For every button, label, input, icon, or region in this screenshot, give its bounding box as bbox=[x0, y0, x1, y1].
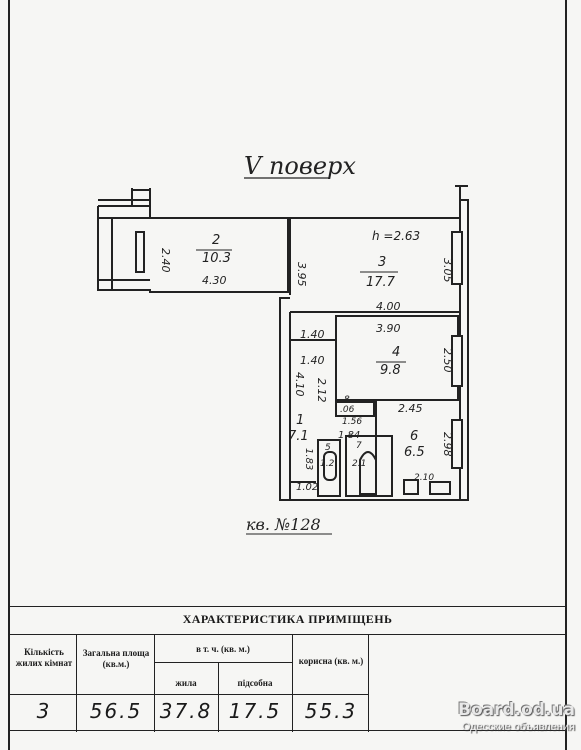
room-area: 17.7 bbox=[366, 275, 396, 290]
room-area: .06 bbox=[340, 405, 355, 415]
header-total-area: Загальна площа (кв.м.) bbox=[82, 648, 150, 669]
header-living-area: жила bbox=[175, 678, 197, 688]
dimension-label: 3.90 bbox=[376, 322, 401, 335]
room-area: 7.1 bbox=[288, 429, 309, 444]
table-column-divider bbox=[368, 634, 369, 732]
dimension-label: 1.40 bbox=[300, 354, 325, 367]
room-area: 6.5 bbox=[404, 445, 425, 460]
room-number: 1 bbox=[296, 413, 304, 428]
watermark-caption: Одесские объявления bbox=[461, 721, 575, 733]
dimension-label: 4.10 bbox=[293, 372, 306, 397]
dimension-label: 2.45 bbox=[398, 402, 423, 415]
ceiling-height-label: h =2.63 bbox=[372, 229, 420, 243]
table-column-divider bbox=[218, 662, 219, 732]
dimension-label: 3.05 bbox=[441, 258, 454, 283]
floor-label: V поверх bbox=[244, 152, 356, 180]
table-column-divider bbox=[154, 634, 155, 732]
room-area: 2.1 bbox=[352, 459, 366, 469]
dimension-label: 1.56 bbox=[342, 417, 362, 427]
value-useful-area: 55.3 bbox=[304, 699, 358, 723]
dimension-label: 4.30 bbox=[202, 274, 227, 287]
header-room-count: Кількість жилих кімнат bbox=[15, 647, 73, 668]
dimension-label: 1.02 bbox=[296, 482, 318, 493]
dimension-label: 2.10 bbox=[414, 473, 434, 483]
dimension-label: 2.40 bbox=[159, 248, 172, 273]
dimension-label: 3.95 bbox=[295, 262, 308, 287]
table-subheader-rule bbox=[154, 662, 292, 663]
table-column-divider bbox=[292, 634, 293, 732]
table-title: ХАРАКТЕРИСТИКА ПРИМІЩЕНЬ bbox=[182, 612, 393, 626]
watermark-site: Board.od.ua bbox=[458, 700, 575, 720]
room-number: 5 bbox=[325, 443, 331, 453]
room-number: 8 bbox=[344, 395, 350, 405]
frame-right-border bbox=[565, 0, 567, 750]
floor-plan: V поверх 2 10.3 3 17.7 4 9.8 1 7.1 6 6.5… bbox=[97, 152, 469, 535]
header-including: в т. ч. (кв. м.) bbox=[196, 644, 250, 654]
value-total-area: 56.5 bbox=[89, 699, 143, 723]
value-room-count: 3 bbox=[36, 699, 52, 723]
room-number: 2 bbox=[212, 233, 220, 248]
watermark: Board.od.ua Одесские объявления bbox=[458, 700, 575, 733]
room-area: 1.2 bbox=[320, 459, 335, 469]
dimension-label: 1.83 bbox=[303, 448, 314, 470]
header-useful-area: корисна (кв. м.) bbox=[298, 656, 364, 666]
table-top-rule bbox=[10, 606, 565, 607]
apartment-number-label: кв. №128 bbox=[246, 515, 321, 534]
header-auxiliary-area: підсобна bbox=[237, 678, 273, 688]
dimension-label: 1.84 bbox=[338, 430, 360, 441]
room-area: 10.3 bbox=[202, 251, 231, 266]
table-values-rule bbox=[10, 694, 368, 695]
room-area: 9.8 bbox=[380, 363, 401, 378]
table-bottom-rule bbox=[10, 730, 565, 731]
room-number: 7 bbox=[356, 441, 362, 451]
table-header-rule bbox=[10, 634, 565, 635]
dimension-label: 2.98 bbox=[441, 432, 454, 457]
dimension-label: 2.12 bbox=[315, 378, 328, 403]
dimension-label: 2.50 bbox=[441, 348, 454, 373]
table-column-divider bbox=[76, 634, 77, 732]
room-number: 4 bbox=[392, 345, 400, 360]
room-number: 3 bbox=[378, 255, 386, 270]
room-number: 6 bbox=[410, 429, 418, 444]
dimension-label: 4.00 bbox=[376, 300, 401, 313]
value-auxiliary-area: 17.5 bbox=[228, 699, 282, 723]
dimension-label: 1.40 bbox=[300, 328, 325, 341]
frame-left-border bbox=[8, 0, 10, 750]
value-living-area: 37.8 bbox=[159, 699, 213, 723]
